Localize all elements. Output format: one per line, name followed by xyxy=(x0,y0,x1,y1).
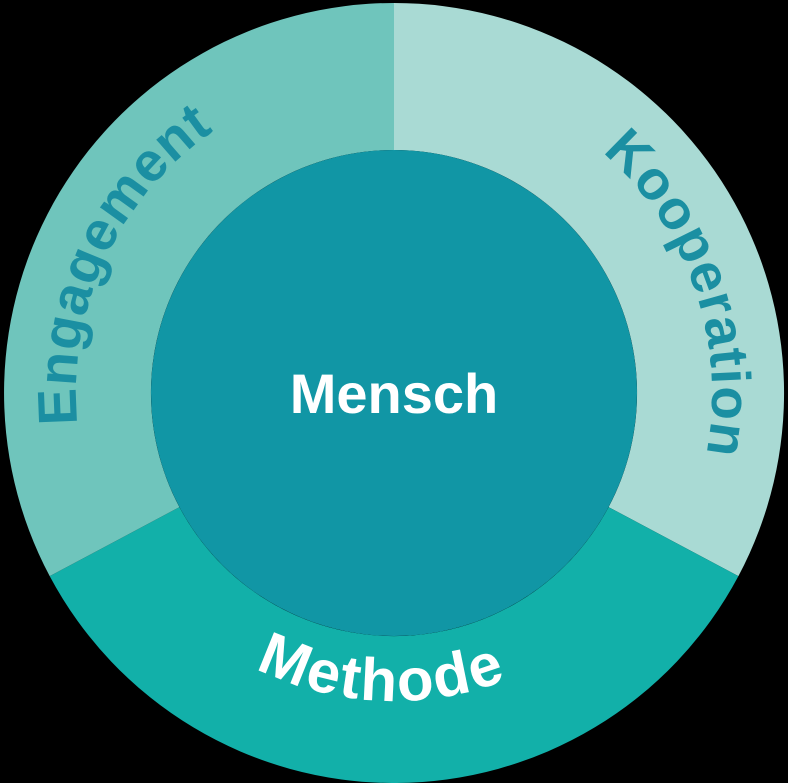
segment-kooperation xyxy=(394,2,785,577)
segment-methode xyxy=(49,507,739,783)
center-label: Mensch xyxy=(290,362,499,425)
segment-engagement xyxy=(4,3,394,577)
center-circle xyxy=(151,150,637,636)
